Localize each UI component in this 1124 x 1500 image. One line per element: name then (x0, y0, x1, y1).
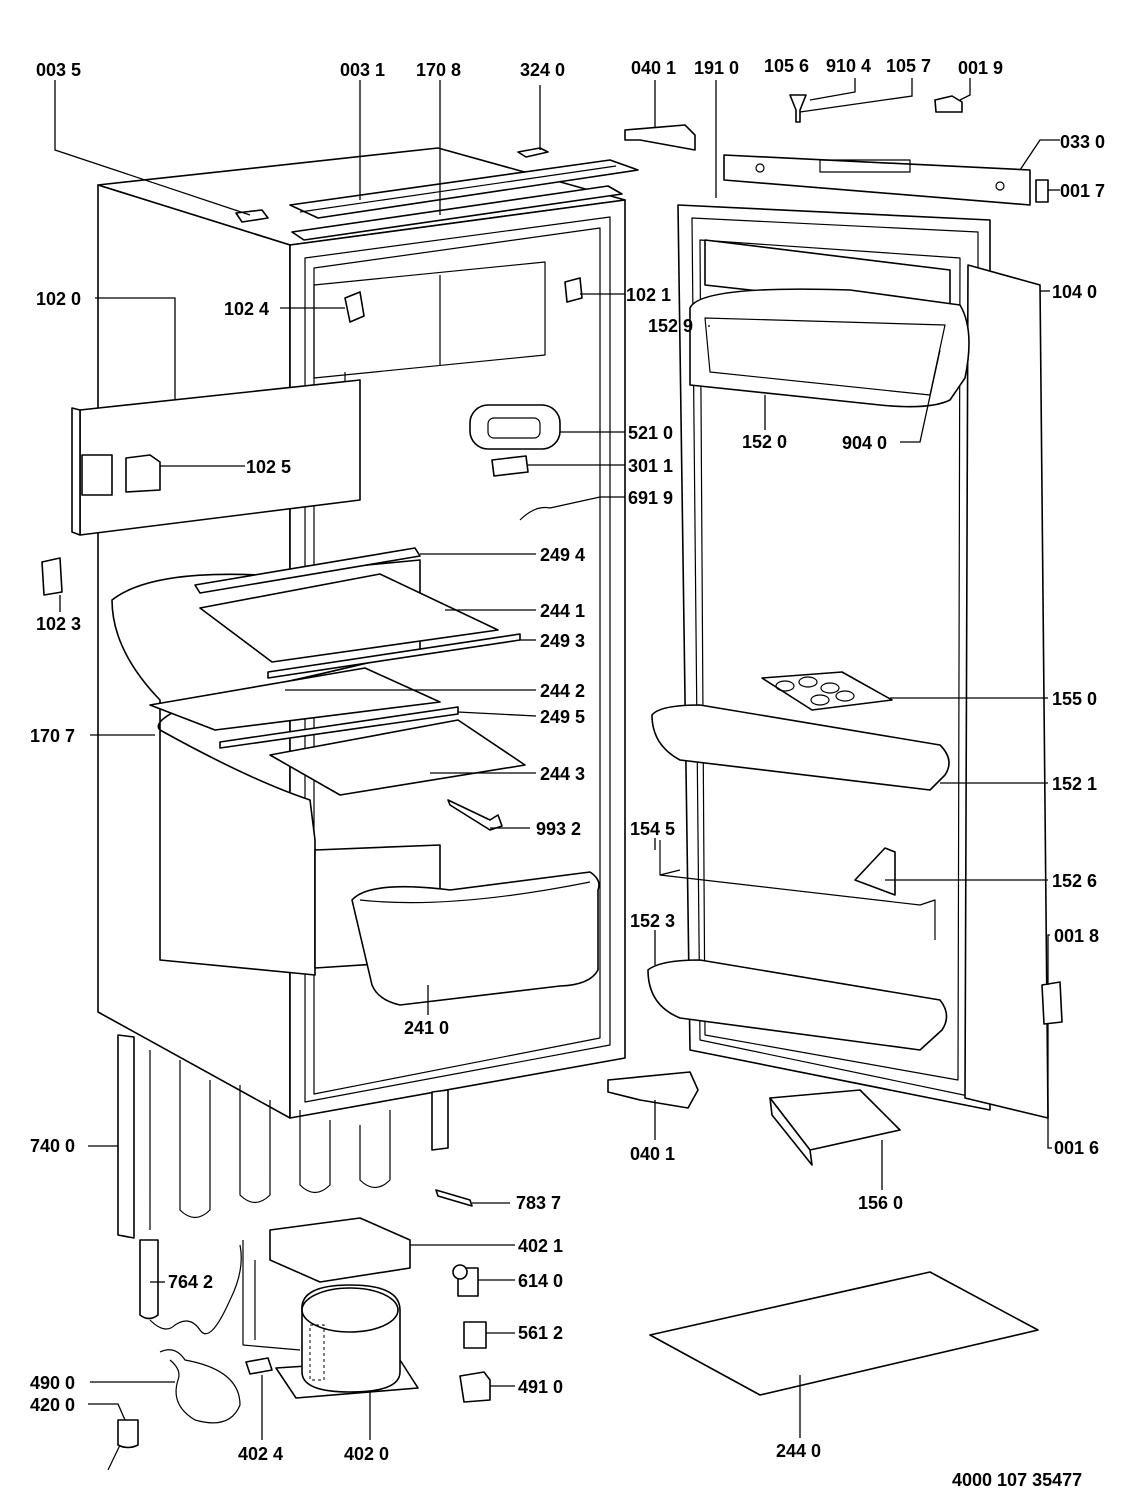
hinge-040-1-top (624, 124, 696, 151)
label-904-0: 904 0 (842, 433, 888, 453)
label-040-1-bottom: 040 1 (630, 1144, 676, 1164)
door (647, 204, 1049, 1119)
label-244-3: 244 3 (540, 764, 586, 784)
label-249-3: 249 3 (540, 631, 586, 651)
label-420-0: 420 0 (30, 1395, 76, 1415)
thermostat-housing (469, 404, 561, 450)
egg-tray (761, 671, 893, 711)
label-561-2: 561 2 (518, 1323, 564, 1343)
label-521-0: 521 0 (628, 423, 674, 443)
freezer-flap (71, 372, 361, 536)
label-170-8: 170 8 (416, 60, 462, 80)
label-249-4: 249 4 (540, 545, 586, 565)
part-249-5 (219, 706, 459, 749)
label-244-2: 244 2 (540, 681, 586, 701)
label-402-4: 402 4 (238, 1444, 284, 1464)
label-170-7: 170 7 (30, 726, 76, 746)
label-154-5: 154 5 (630, 819, 676, 839)
label-152-0: 152 0 (742, 432, 788, 452)
part-001-9 (934, 95, 963, 113)
label-003-5: 003 5 (36, 60, 82, 80)
label-156-0: 156 0 (858, 1193, 904, 1213)
part-324-0 (517, 147, 549, 158)
condenser-coil (117, 1034, 449, 1239)
screw-105-6 (789, 94, 807, 123)
top-trim-strips (289, 159, 639, 241)
part-001-7 (1035, 179, 1049, 203)
label-244-1: 244 1 (540, 601, 586, 621)
part-102-3 (41, 557, 63, 596)
part-561-2 (463, 1321, 487, 1349)
compressor (275, 1284, 419, 1399)
label-102-5: 102 5 (246, 457, 292, 477)
capacitor-420-0 (117, 1419, 139, 1449)
label-241-0: 241 0 (404, 1018, 450, 1038)
label-993-2: 993 2 (536, 819, 582, 839)
divider-152-6 (854, 847, 896, 896)
label-614-0: 614 0 (518, 1271, 564, 1291)
part-102-4 (344, 291, 365, 323)
part-102-1 (564, 277, 583, 303)
label-402-0: 402 0 (344, 1444, 390, 1464)
label-102-4: 102 4 (224, 299, 270, 319)
capillary-coil (149, 1244, 242, 1335)
power-cable-490-0 (159, 1349, 241, 1424)
label-040-1-top: 040 1 (631, 58, 677, 78)
label-155-0: 155 0 (1052, 689, 1098, 709)
shelf-244-2 (149, 667, 441, 731)
label-301-1: 301 1 (628, 456, 674, 476)
document-number: 4000 107 35477 (952, 1470, 1083, 1490)
label-102-0: 102 0 (36, 289, 82, 309)
label-033-0: 033 0 (1060, 132, 1106, 152)
label-152-9: 152 9 (648, 316, 694, 336)
label-490-0: 490 0 (30, 1373, 76, 1393)
bracket-033-0 (723, 154, 1031, 206)
label-001-6: 001 6 (1054, 1138, 1100, 1158)
label-001-7: 001 7 (1060, 181, 1106, 201)
part-691-9 (519, 506, 551, 521)
glass-shelf-244-0 (649, 1271, 1039, 1396)
label-152-6: 152 6 (1052, 871, 1098, 891)
label-740-0: 740 0 (30, 1136, 76, 1156)
glass-shelf-244-3 (269, 719, 526, 796)
label-003-1: 003 1 (340, 60, 386, 80)
pipe (242, 1240, 301, 1351)
part-783-7 (435, 1189, 473, 1207)
part-001-8 (1041, 981, 1063, 1025)
label-691-9: 691 9 (628, 488, 674, 508)
label-152-3: 152 3 (630, 911, 676, 931)
label-105-6: 105 6 (764, 56, 810, 76)
ice-tray (769, 1089, 901, 1166)
label-249-5: 249 5 (540, 707, 586, 727)
part-249-4 (194, 547, 421, 594)
leader-lines (54, 78, 1060, 1440)
label-152-1: 152 1 (1052, 774, 1098, 794)
label-324-0: 324 0 (520, 60, 566, 80)
label-102-1: 102 1 (626, 285, 672, 305)
hinge-040-1-bottom (607, 1071, 699, 1109)
drip-tray-402-1 (269, 1217, 411, 1283)
label-783-7: 783 7 (516, 1193, 562, 1213)
part-102-5 (125, 454, 161, 493)
label-104-0: 104 0 (1052, 282, 1098, 302)
crisper-drawer (314, 844, 600, 1006)
filter-drier-764-2 (139, 1239, 159, 1320)
part-402-4 (245, 1357, 273, 1375)
label-764-2: 764 2 (168, 1272, 214, 1292)
glass-shelf-244-1 (199, 573, 499, 663)
label-244-0: 244 0 (776, 1441, 822, 1461)
label-102-3: 102 3 (36, 614, 82, 634)
label-001-8: 001 8 (1054, 926, 1100, 946)
part-993-2 (447, 799, 503, 831)
label-105-7: 105 7 (886, 56, 932, 76)
cover-491-0 (459, 1371, 491, 1403)
label-491-0: 491 0 (518, 1377, 564, 1397)
part-301-1 (491, 455, 529, 477)
label-001-9: 001 9 (958, 58, 1004, 78)
label-402-1: 402 1 (518, 1236, 564, 1256)
label-191-0: 191 0 (694, 58, 740, 78)
label-910-4: 910 4 (826, 56, 872, 76)
